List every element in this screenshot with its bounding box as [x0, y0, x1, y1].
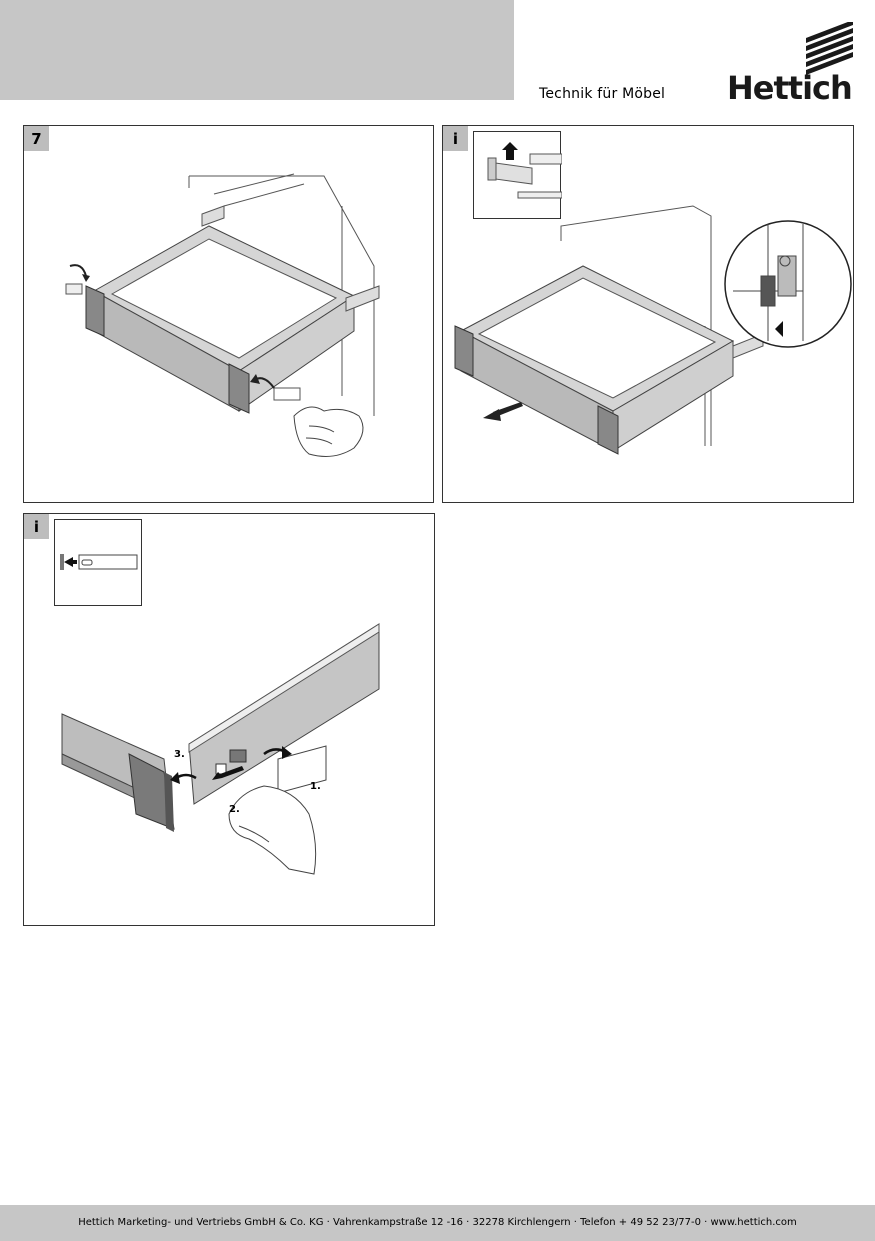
panel-info-bottom: i 3. 2. 1. — [23, 513, 435, 926]
detail-inset — [473, 131, 562, 219]
panel-step-7: 7 — [23, 125, 434, 503]
detail-inset — [54, 519, 142, 606]
drawer-illustration-1 — [65, 173, 380, 457]
step-badge: 7 — [24, 126, 49, 151]
hettich-logo: Hettich — [726, 20, 856, 107]
logo-text: Hettich — [727, 69, 852, 104]
panel-info-top: i — [442, 125, 854, 503]
step-label-3: 3. — [174, 749, 185, 760]
step-label-2: 2. — [229, 804, 240, 815]
step-label-1: 1. — [310, 781, 321, 792]
footer: Hettich Marketing- und Vertriebs GmbH & … — [0, 1205, 875, 1241]
drawer-illustration-2 — [454, 205, 852, 455]
drawer-side-illustration: 3. 2. 1. — [61, 623, 380, 875]
tagline: Technik für Möbel — [539, 86, 666, 102]
info-badge: i — [443, 126, 468, 151]
info-badge: i — [24, 514, 49, 539]
header-bar — [0, 0, 514, 100]
